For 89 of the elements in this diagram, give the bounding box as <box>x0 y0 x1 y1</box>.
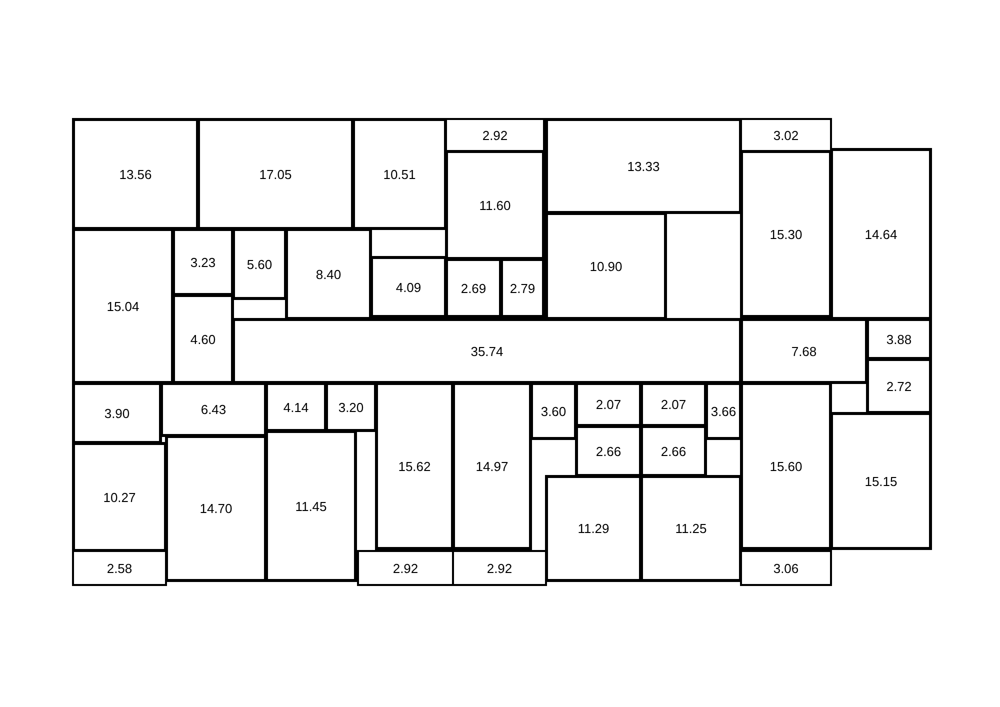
balcony-room <box>740 550 832 586</box>
room-outline <box>575 425 642 477</box>
room-area: 2.72 <box>886 378 912 394</box>
room-outline <box>545 212 667 320</box>
balcony-room <box>452 550 547 586</box>
room-area: 10.90 <box>590 258 622 274</box>
room-outline <box>452 382 532 550</box>
room-outline <box>740 150 832 318</box>
room-outline <box>325 382 377 432</box>
room-area: 15.62 <box>398 458 431 474</box>
room-area: 11.60 <box>479 198 511 212</box>
room-outline <box>72 118 199 230</box>
room-outline <box>285 228 372 320</box>
room-outline <box>445 258 502 318</box>
room-area: 4.14 <box>283 400 309 414</box>
room-outline <box>197 118 354 230</box>
room-area: 14.97 <box>476 458 508 474</box>
room-outline <box>160 382 267 437</box>
room-area: 3.20 <box>338 400 364 414</box>
room-outline <box>375 382 454 550</box>
room-area: 11.29 <box>578 521 610 536</box>
room-area: 15.15 <box>864 474 898 488</box>
room-area: 13.33 <box>627 158 660 174</box>
room-area: 15.30 <box>770 226 802 242</box>
room-area: 2.07 <box>596 397 622 412</box>
room-area: 4.09 <box>396 280 422 294</box>
room-outline <box>640 475 742 582</box>
room-area: 2.79 <box>510 280 536 296</box>
room-outline <box>165 435 267 582</box>
room-area: 5.60 <box>246 256 272 272</box>
room-outline <box>352 118 447 230</box>
room-area: 2.69 <box>460 280 486 296</box>
room-area: 2.66 <box>660 444 686 458</box>
room-outline <box>830 412 932 550</box>
room-outline <box>545 118 742 214</box>
room-outline <box>866 318 932 360</box>
room-outline <box>545 475 642 582</box>
balcony-room <box>72 550 167 586</box>
room-area: 8.40 <box>316 266 342 282</box>
room-outline <box>265 430 357 582</box>
room-area: 3.88 <box>886 332 912 346</box>
balcony-room <box>445 118 545 152</box>
room-outline <box>232 228 287 300</box>
room-area: 3.66 <box>710 404 736 418</box>
room-area: 2.66 <box>596 444 622 458</box>
room-area: 11.45 <box>295 498 327 514</box>
room-area: 6.43 <box>200 402 226 417</box>
room-outline <box>575 382 642 427</box>
balcony-room <box>357 550 454 586</box>
room-area: 10.27 <box>103 490 136 504</box>
room-area: 2.92 <box>486 560 512 576</box>
room-outline <box>705 382 742 440</box>
room-area: 3.06 <box>773 560 799 576</box>
room-outline <box>445 150 545 260</box>
room-area: 3.23 <box>190 254 216 270</box>
room-area: 11.25 <box>675 521 707 536</box>
room-area: 3.90 <box>104 406 130 420</box>
room-area: 17.05 <box>259 166 292 182</box>
room-area: 35.74 <box>470 344 504 358</box>
room-area: 3.02 <box>773 128 799 142</box>
room-area: 7.68 <box>791 344 817 358</box>
room-outline <box>172 294 234 384</box>
room-outline <box>72 442 167 552</box>
room-outline <box>740 318 868 384</box>
room-area: 14.70 <box>200 501 232 516</box>
room-area: 15.04 <box>106 298 140 314</box>
room-outline <box>740 382 832 550</box>
room-outline <box>370 256 447 318</box>
room-area: 2.58 <box>106 560 132 576</box>
room-outline <box>530 382 577 440</box>
room-area: 10.51 <box>383 166 416 182</box>
room-area: 4.60 <box>190 332 216 346</box>
room-area: 14.64 <box>864 226 898 242</box>
room-outline <box>866 358 932 414</box>
room-outline <box>72 382 162 444</box>
room-area: 2.92 <box>482 128 508 142</box>
room-outline <box>830 148 932 320</box>
room-area: 3.60 <box>540 404 566 418</box>
room-outline <box>172 228 234 296</box>
room-area: 2.92 <box>392 560 418 576</box>
room-outline <box>640 425 707 477</box>
room-area: 2.07 <box>660 397 686 412</box>
room-area: 13.56 <box>119 166 152 182</box>
room-outline <box>640 382 707 427</box>
room-outline <box>500 258 545 318</box>
room-outline <box>72 228 174 384</box>
room-outline <box>265 382 327 432</box>
room-outline <box>232 318 742 384</box>
room-area: 15.60 <box>770 458 802 474</box>
